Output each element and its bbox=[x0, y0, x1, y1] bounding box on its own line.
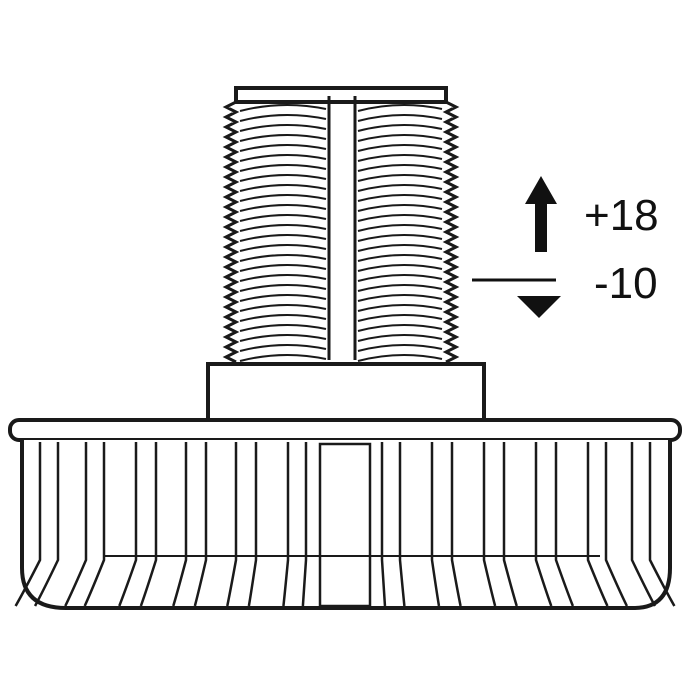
thread-line bbox=[357, 214, 443, 222]
base-rib bbox=[282, 442, 290, 607]
base-rib bbox=[430, 442, 441, 607]
thread-line bbox=[239, 274, 327, 282]
thread-line bbox=[357, 264, 443, 272]
thread-line bbox=[357, 334, 443, 342]
thread-line bbox=[357, 174, 443, 182]
thread-line bbox=[239, 114, 327, 122]
base-rib bbox=[554, 442, 575, 607]
thread-line bbox=[239, 314, 327, 322]
thread-line bbox=[357, 314, 443, 322]
base-rib bbox=[502, 442, 518, 607]
base-rib bbox=[64, 442, 88, 607]
thread-line bbox=[239, 154, 327, 162]
base-rib bbox=[534, 442, 553, 607]
thread-line bbox=[357, 294, 443, 302]
thread-line bbox=[357, 114, 443, 122]
thread-line bbox=[239, 264, 327, 272]
base-rib bbox=[450, 442, 462, 607]
stud-top-cap bbox=[234, 86, 448, 104]
thread-line bbox=[239, 174, 327, 182]
thread-line bbox=[239, 334, 327, 342]
thread-line bbox=[357, 244, 443, 252]
thread-line bbox=[239, 194, 327, 202]
base-rib bbox=[586, 442, 609, 607]
stud-slot bbox=[327, 96, 357, 360]
thread-line bbox=[239, 214, 327, 222]
base-rib bbox=[398, 442, 406, 607]
base-rib bbox=[118, 442, 138, 607]
thread-line bbox=[357, 184, 443, 192]
thread-line bbox=[239, 244, 327, 252]
thread-line bbox=[357, 104, 443, 112]
up-arrow-icon bbox=[525, 176, 557, 252]
thread-line bbox=[357, 234, 443, 242]
thread-line bbox=[357, 124, 443, 132]
thread-line bbox=[239, 184, 327, 192]
base-rib bbox=[139, 442, 158, 607]
base-rib bbox=[14, 442, 42, 607]
thread-line bbox=[357, 224, 443, 232]
threaded-stud bbox=[222, 86, 460, 364]
thread-line bbox=[357, 324, 443, 332]
base-rim bbox=[8, 418, 682, 442]
base-slot bbox=[318, 442, 372, 608]
base-rib bbox=[301, 442, 308, 607]
thread-line bbox=[357, 354, 443, 362]
thread-line bbox=[357, 304, 443, 312]
thread-line bbox=[239, 144, 327, 152]
thread-line bbox=[357, 284, 443, 292]
thread-line bbox=[239, 164, 327, 172]
thread-line bbox=[239, 324, 327, 332]
thread-line bbox=[239, 294, 327, 302]
thread-line bbox=[357, 204, 443, 212]
thread-line bbox=[357, 164, 443, 172]
thread-line bbox=[357, 344, 443, 352]
base-rib bbox=[226, 442, 238, 607]
thread-line bbox=[239, 204, 327, 212]
base-rib bbox=[630, 442, 657, 607]
retraction-down-label: -10 bbox=[594, 259, 658, 308]
thread-lines bbox=[239, 104, 443, 362]
base-rib bbox=[648, 442, 676, 607]
base-rib bbox=[83, 442, 106, 607]
thread-line bbox=[239, 304, 327, 312]
thread-line bbox=[239, 284, 327, 292]
thread-line bbox=[357, 254, 443, 262]
thread-line bbox=[239, 224, 327, 232]
base-rib bbox=[604, 442, 629, 607]
base-ribs bbox=[14, 442, 676, 607]
thread-line bbox=[357, 274, 443, 282]
thread-line bbox=[239, 104, 327, 112]
adjustment-indicator bbox=[472, 176, 561, 318]
thread-line bbox=[239, 234, 327, 242]
thread-line bbox=[239, 344, 327, 352]
base-rib bbox=[33, 442, 60, 607]
thread-line bbox=[239, 124, 327, 132]
thread-line bbox=[239, 254, 327, 262]
extension-up-label: +18 bbox=[584, 191, 659, 240]
down-arrow-icon bbox=[517, 296, 561, 318]
base-outline bbox=[20, 440, 672, 610]
base-rib bbox=[482, 442, 497, 607]
base-rib bbox=[172, 442, 188, 607]
thread-line bbox=[357, 194, 443, 202]
thread-line bbox=[357, 144, 443, 152]
thread-line bbox=[239, 354, 327, 362]
thread-line bbox=[239, 134, 327, 142]
stud-left-edge bbox=[222, 100, 240, 364]
base-rib bbox=[193, 442, 208, 607]
stud-right-edge bbox=[442, 100, 460, 364]
ribbed-base bbox=[14, 440, 676, 610]
base-rib bbox=[380, 442, 387, 607]
thread-line bbox=[357, 154, 443, 162]
hex-collar bbox=[206, 362, 486, 422]
base-rib bbox=[247, 442, 258, 607]
thread-line bbox=[357, 134, 443, 142]
